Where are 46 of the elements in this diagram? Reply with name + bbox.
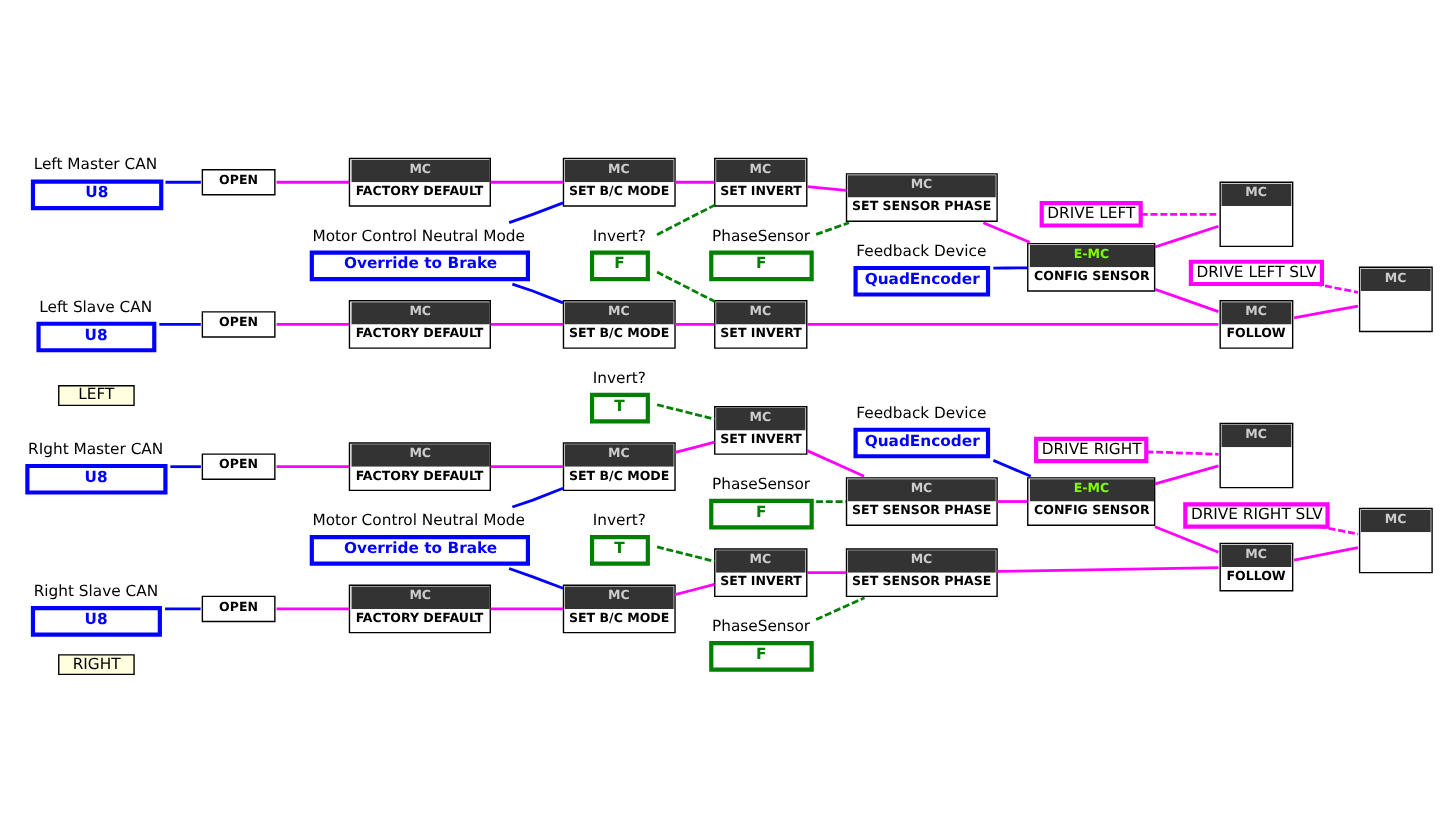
- connector: [992, 459, 1032, 478]
- connector: [807, 571, 847, 575]
- connector: [656, 270, 716, 303]
- connector: [276, 180, 350, 184]
- connector: [1318, 525, 1359, 536]
- connector: [1293, 304, 1359, 320]
- connector: [490, 607, 564, 611]
- connector: [815, 221, 850, 236]
- connector: [656, 545, 716, 563]
- connector: [490, 323, 564, 326]
- connector: [508, 201, 564, 224]
- connector: [997, 500, 1028, 503]
- connector: [816, 500, 847, 503]
- connector: [490, 465, 564, 469]
- connector: [675, 323, 715, 326]
- connector: [675, 180, 715, 184]
- connector: [1154, 464, 1219, 486]
- connector: [674, 583, 715, 596]
- connector: [170, 465, 201, 469]
- connector: [1154, 287, 1219, 313]
- connector: [1315, 282, 1359, 294]
- connector: [490, 180, 564, 184]
- connector: [806, 449, 865, 478]
- connector: [165, 180, 201, 184]
- connector: [656, 403, 716, 421]
- connector: [674, 440, 715, 454]
- connector: [511, 282, 564, 305]
- connector: [511, 486, 564, 509]
- connector: [997, 566, 1219, 573]
- connector: [815, 596, 866, 621]
- connector: [1146, 450, 1219, 456]
- connector: [656, 203, 716, 236]
- connector: [1154, 525, 1219, 554]
- connector: [276, 607, 350, 611]
- connector: [159, 323, 201, 326]
- connector: [1293, 546, 1359, 562]
- connector: [276, 465, 350, 469]
- connector: [1154, 224, 1219, 249]
- connector: [508, 567, 564, 590]
- connector: [806, 185, 847, 192]
- connector: [982, 221, 1031, 244]
- connector: [807, 323, 1219, 326]
- connector: [1140, 212, 1219, 216]
- connector: [993, 266, 1028, 270]
- connector: [165, 607, 201, 611]
- connector: [276, 323, 350, 326]
